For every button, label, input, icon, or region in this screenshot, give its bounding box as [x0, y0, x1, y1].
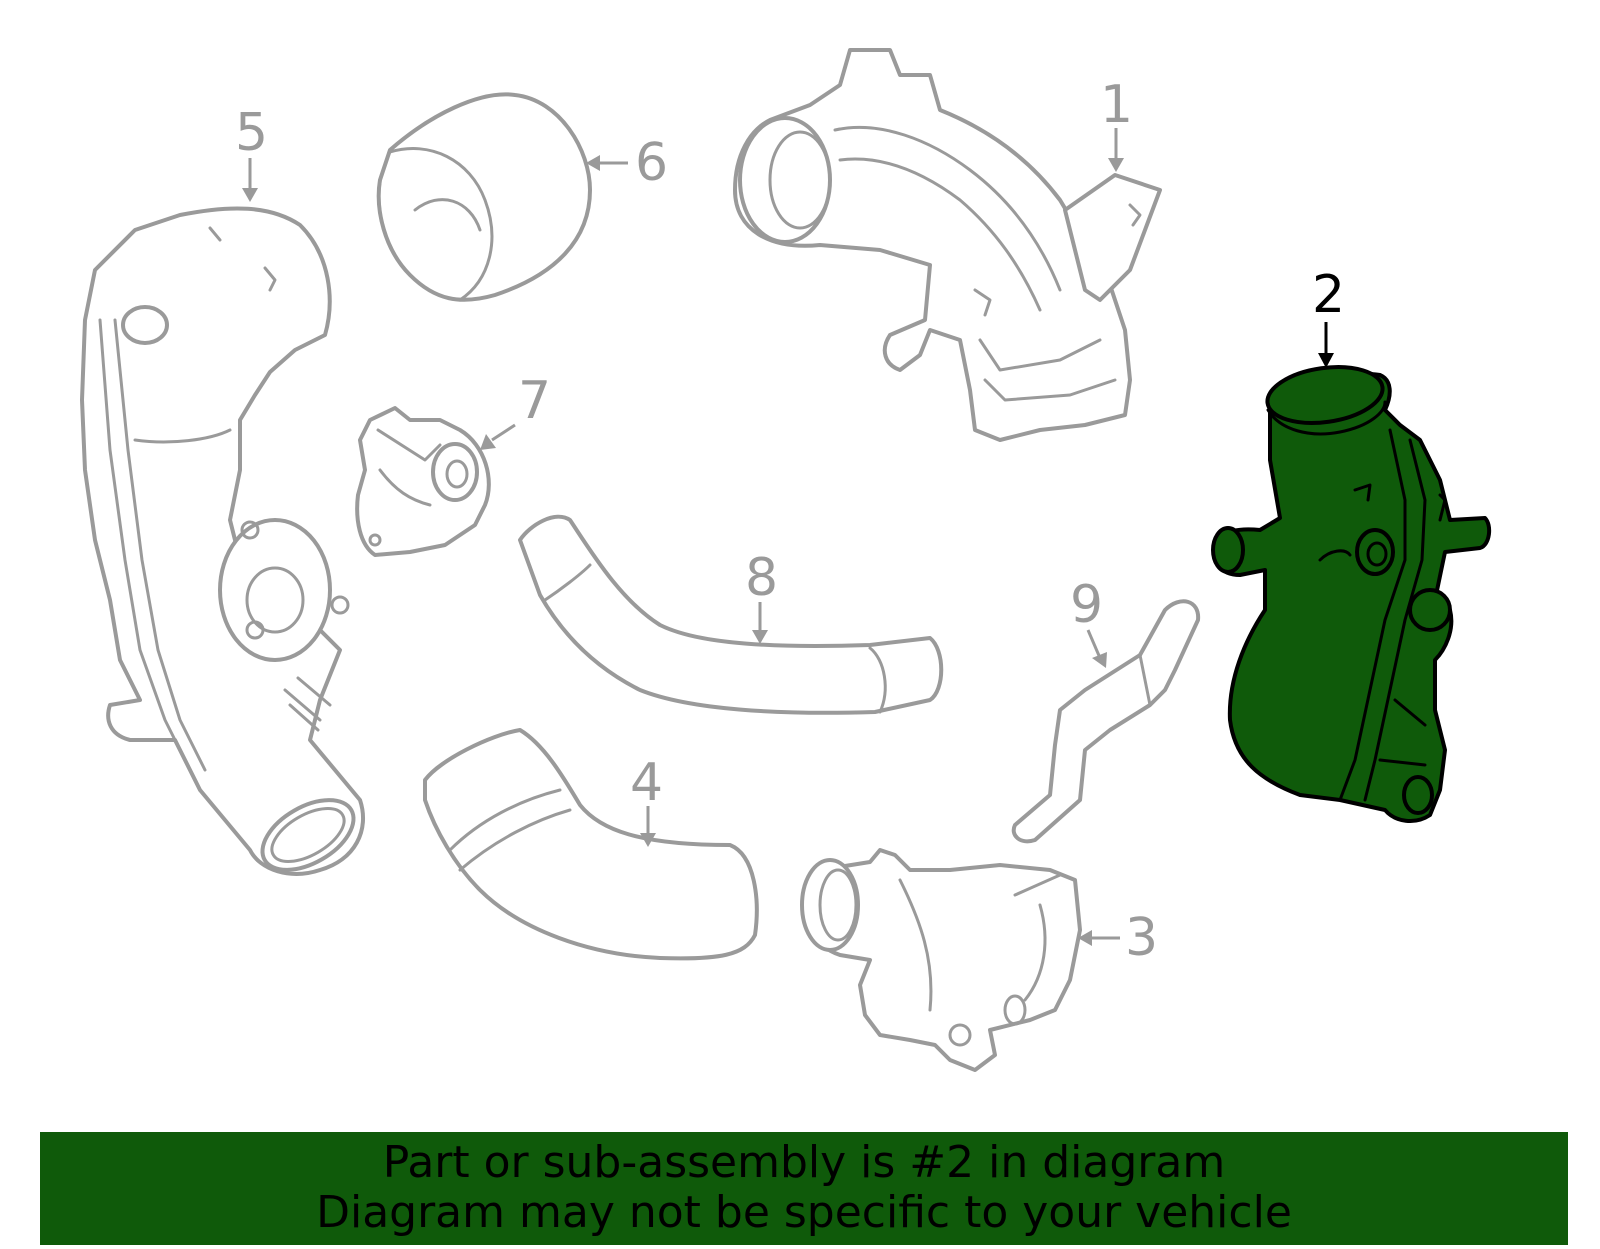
callout-1: 1: [1100, 75, 1133, 172]
callout-5: 5: [235, 103, 268, 202]
callout-3-number: 3: [1125, 908, 1158, 968]
callout-8-number: 8: [745, 548, 778, 608]
callout-2: 2: [1312, 265, 1345, 368]
callout-7: 7: [480, 371, 551, 450]
callout-3: 3: [1078, 908, 1158, 968]
part-2-coolant-outlet-highlighted[interactable]: [1211, 360, 1492, 823]
part-5-coolant-pipe[interactable]: [80, 206, 366, 884]
banner-line-2: Diagram may not be specific to your vehi…: [316, 1187, 1292, 1238]
callout-4-number: 4: [630, 753, 663, 813]
part-1-intake-tube[interactable]: [733, 48, 1162, 442]
info-banner: Part or sub-assembly is #2 in diagram Di…: [40, 1132, 1568, 1245]
callout-9: 9: [1070, 575, 1107, 668]
callout-9-number: 9: [1070, 575, 1103, 635]
banner-line-1: Part or sub-assembly is #2 in diagram: [382, 1137, 1226, 1188]
callout-6-number: 6: [635, 133, 668, 193]
callout-5-number: 5: [235, 103, 268, 163]
part-8-hose[interactable]: [518, 514, 944, 715]
parts-diagram: 1 2 3 4 5 6 7 8 9: [80, 48, 1492, 1072]
part-9-tube[interactable]: [1011, 599, 1201, 844]
callout-4: 4: [630, 753, 663, 847]
part-4-hose[interactable]: [423, 728, 759, 961]
callout-1-number: 1: [1100, 75, 1133, 135]
callout-6: 6: [586, 133, 668, 193]
callout-7-number: 7: [518, 371, 551, 431]
part-7-thermostat-cover[interactable]: [355, 406, 491, 557]
callout-8: 8: [745, 548, 778, 644]
part-3-thermostat-housing[interactable]: [800, 848, 1082, 1072]
part-6-filter[interactable]: [376, 92, 592, 302]
callout-2-number: 2: [1312, 265, 1345, 325]
